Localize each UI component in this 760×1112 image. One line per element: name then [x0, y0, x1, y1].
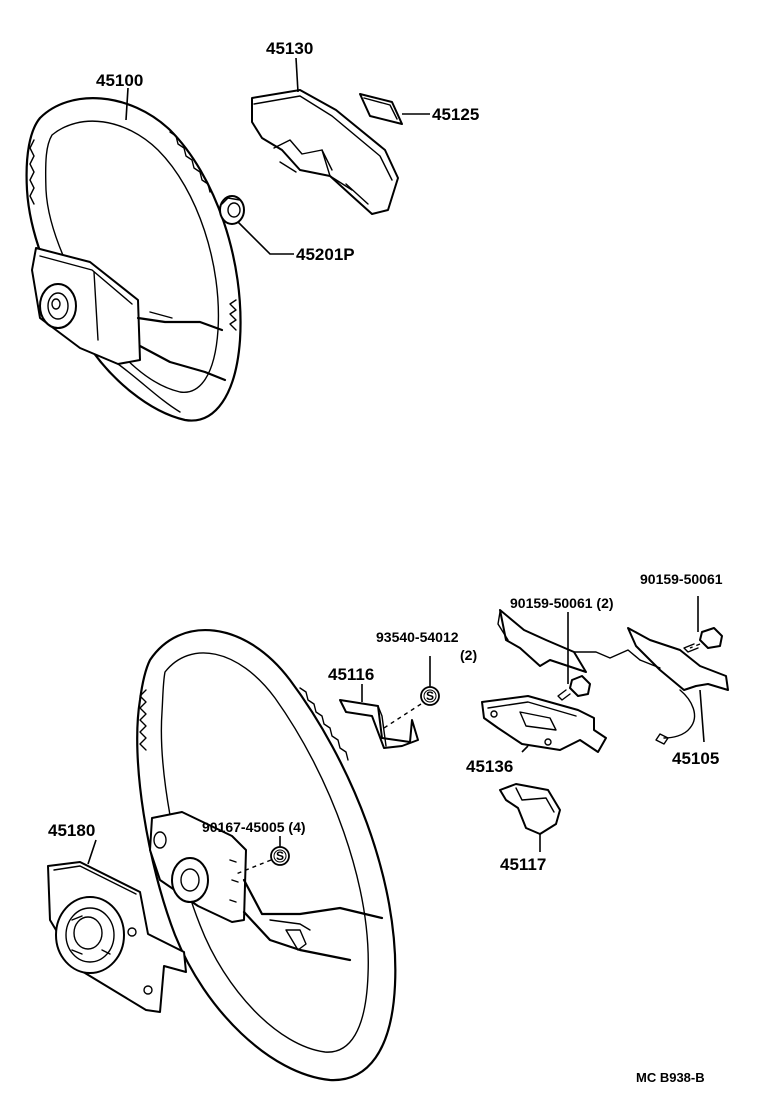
label-45201P: 45201P: [296, 245, 355, 264]
harness-45105: [627, 627, 729, 745]
label-45125: 45125: [432, 105, 479, 124]
label-45130: 45130: [266, 39, 313, 58]
label-90159-right: 90159-50061: [640, 571, 723, 587]
nut-45201P: [219, 195, 245, 225]
harness-bracket-left: [497, 609, 641, 673]
label-45117: 45117: [500, 855, 546, 874]
svg-text:S: S: [426, 689, 434, 703]
leader-45136: [521, 745, 529, 753]
standard-part-symbol-93540: S: [420, 686, 440, 706]
label-93540: 93540-54012: [376, 629, 459, 645]
dash-93540: [383, 703, 422, 729]
svg-text:S: S: [276, 849, 284, 863]
pad-45130: [251, 89, 399, 215]
label-93540-qty: (2): [460, 647, 477, 663]
label-45136: 45136: [466, 757, 513, 776]
leader-45180: [87, 839, 97, 865]
steering-wheel-lower: [136, 628, 397, 1082]
dash-90159-right: [689, 643, 701, 649]
label-90159-mid: 90159-50061 (2): [510, 595, 614, 611]
leader-45130: [295, 57, 299, 93]
screw-90159-right: [683, 627, 723, 653]
label-90167: 90167-45005 (4): [202, 819, 306, 835]
label-45105: 45105: [672, 749, 719, 768]
bracket-45116: [339, 699, 419, 749]
reference-code: MC B938-B: [636, 1070, 705, 1085]
dash-90167: [235, 859, 272, 875]
leader-45201P: [237, 221, 294, 255]
label-45116: 45116: [328, 665, 374, 684]
screw-90159-mid: [557, 675, 591, 701]
leader-45105: [699, 689, 705, 743]
emblem-45125: [359, 93, 403, 125]
cover-45180: [47, 861, 187, 1013]
label-45100: 45100: [96, 71, 143, 90]
steering-wheel-45100: [25, 97, 242, 422]
label-45180: 45180: [48, 821, 95, 840]
leader-45100: [125, 87, 129, 121]
bracket-45136: [481, 695, 607, 753]
standard-part-symbol-90167: S: [270, 846, 290, 866]
bracket-45117: [499, 783, 561, 835]
